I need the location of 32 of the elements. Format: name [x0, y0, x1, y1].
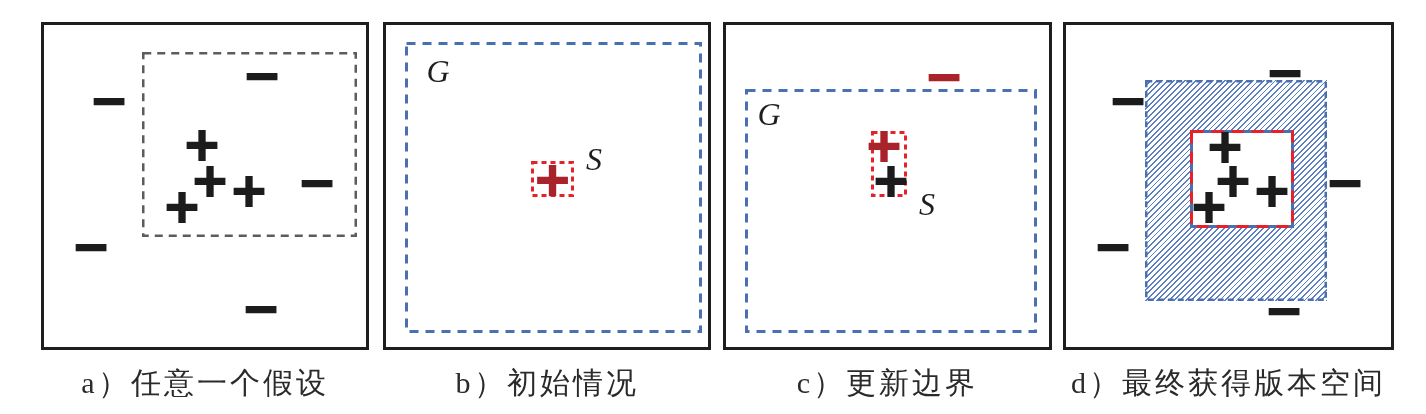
minus-sign: −	[241, 289, 281, 327]
minus-sign: −	[1108, 81, 1148, 119]
boundary-label: G	[426, 55, 450, 87]
dashed-boundary	[405, 42, 702, 333]
panel-caption: a）任意一个假设	[81, 366, 329, 400]
hatched-region	[1145, 80, 1327, 301]
minus-sign: −	[297, 163, 337, 201]
plus-sign: +	[533, 160, 572, 198]
plus-sign: +	[864, 126, 904, 164]
minus-sign: −	[1264, 291, 1304, 329]
plus-sign: +	[182, 125, 222, 163]
plus-sign: +	[229, 171, 269, 209]
dashed-boundary	[871, 131, 907, 197]
dashed-boundary	[142, 52, 357, 237]
plus-sign: +	[1205, 127, 1245, 165]
minus-sign: −	[1325, 163, 1365, 201]
boundary-label: S	[919, 188, 935, 220]
minus-sign: −	[1265, 53, 1305, 91]
minus-sign: −	[242, 56, 282, 94]
panel-caption: d）最终获得版本空间	[1071, 366, 1386, 400]
boundary-label: S	[586, 143, 602, 175]
panel-caption: c）更新边界	[796, 366, 979, 400]
minus-sign: −	[71, 227, 111, 265]
minus-sign: −	[924, 57, 964, 95]
boundary-label: G	[757, 98, 781, 130]
minus-sign: −	[89, 81, 129, 119]
plus-sign: +	[1252, 171, 1292, 209]
plus-sign: +	[871, 161, 911, 199]
dashed-boundary	[1190, 130, 1294, 228]
dashed-boundary	[745, 89, 1037, 333]
minus-sign: −	[1093, 227, 1133, 265]
panel-caption: b）初始情况	[455, 366, 639, 400]
